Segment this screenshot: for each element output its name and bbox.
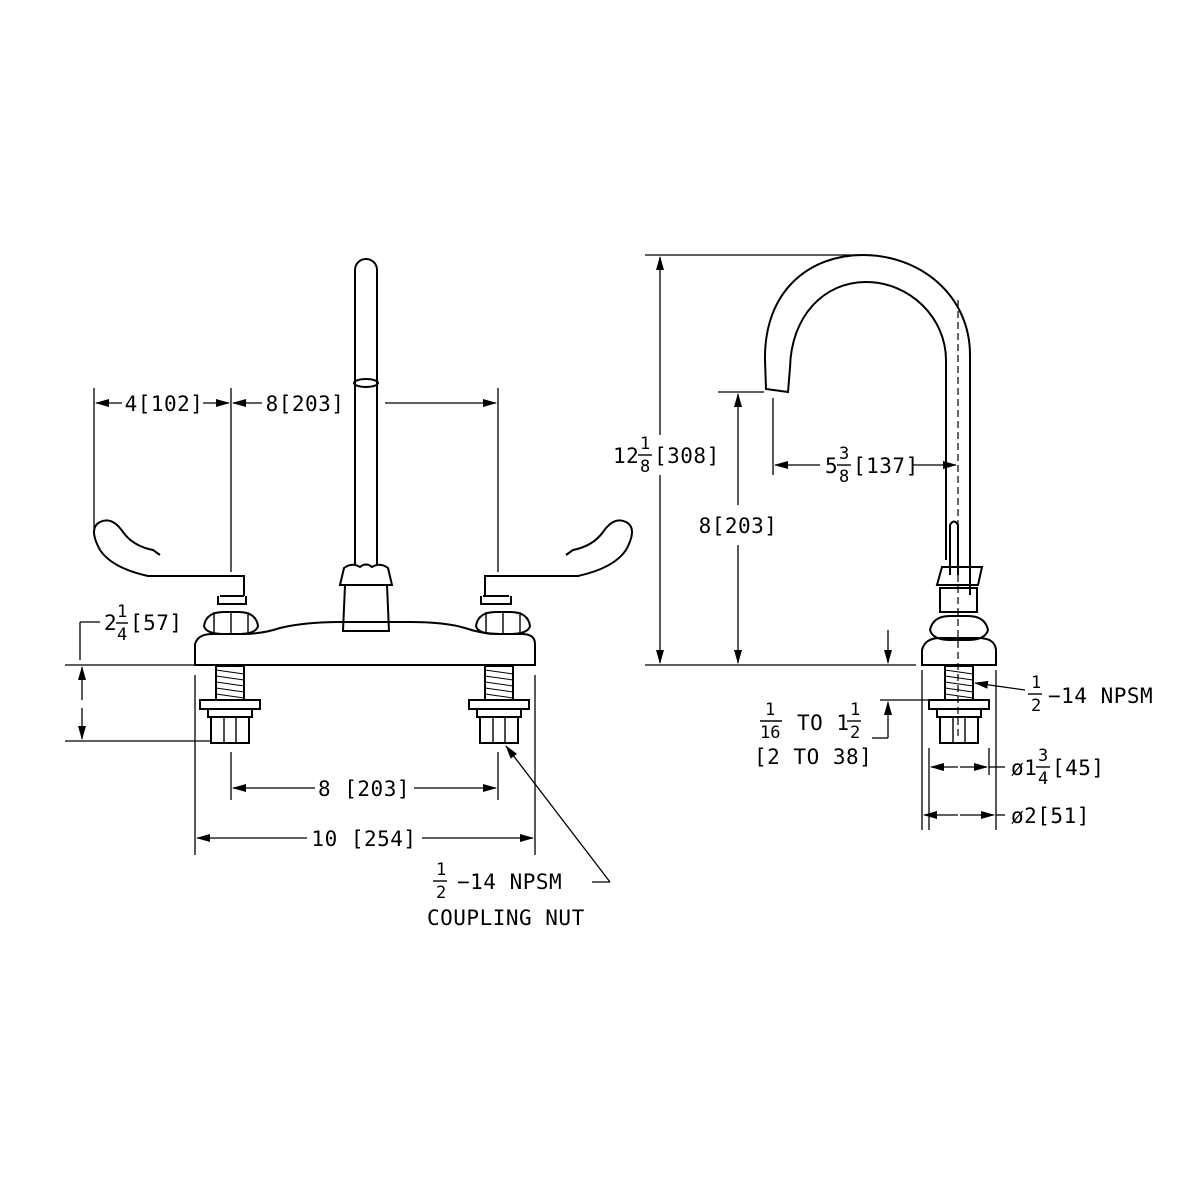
svg-text:2: 2 (1031, 696, 1041, 716)
svg-text:−14 NPSM: −14 NPSM (457, 870, 562, 894)
svg-text:COUPLING NUT: COUPLING NUT (427, 906, 585, 930)
spout-front (338, 258, 394, 632)
svg-text:[2 TO 38]: [2 TO 38] (754, 745, 872, 769)
coupling-nut-callout: 1 2 −14 NPSM COUPLING NUT (427, 860, 585, 930)
svg-text:1: 1 (436, 860, 446, 880)
gooseneck-spout (763, 253, 971, 740)
svg-text:8: 8 (640, 457, 650, 477)
svg-text:−14 NPSM: −14 NPSM (1048, 684, 1153, 708)
deck-plate (194, 621, 536, 666)
front-dimension-lines (78, 399, 611, 883)
svg-text:3: 3 (1038, 746, 1048, 766)
svg-text:1: 1 (117, 602, 127, 622)
svg-text:TO 1: TO 1 (797, 711, 850, 735)
side-view: 12 1 8 [308] 8[203] 5 3 8 [137] 1 2 −14 … (613, 253, 1153, 830)
svg-text:ø1: ø1 (1011, 756, 1037, 780)
svg-text:4: 4 (117, 625, 127, 645)
side-valve-body (921, 520, 997, 666)
svg-text:[137]: [137] (853, 454, 919, 478)
side-handle (949, 520, 959, 575)
dim-handle-reach: 4[102] (125, 392, 204, 416)
coupling-nut-leader (505, 745, 611, 883)
svg-text:[45]: [45] (1052, 756, 1105, 780)
shank-thread-label: 1 2 −14 NPSM (1028, 673, 1153, 716)
svg-text:1: 1 (640, 434, 650, 454)
dim-spout-to-center: 8[203] (266, 392, 345, 416)
svg-text:[57]: [57] (130, 611, 183, 635)
left-wrist-blade-handle (93, 519, 245, 596)
front-extension-lines (65, 388, 536, 855)
svg-text:8: 8 (839, 467, 849, 487)
dim-deck-height-label: 2 1 4 [57] (104, 602, 183, 645)
svg-text:16: 16 (760, 723, 780, 743)
dim-spout-clearance: 8[203] (699, 514, 778, 538)
dim-overall-height-label: 12 1 8 [308] (613, 434, 720, 477)
svg-text:1: 1 (1031, 673, 1041, 693)
svg-text:2: 2 (850, 723, 860, 743)
left-valve (93, 519, 260, 635)
svg-text:1: 1 (765, 700, 775, 720)
svg-text:2: 2 (436, 883, 446, 903)
svg-text:4: 4 (1038, 769, 1048, 789)
front-view: 4[102] 8[203] 2 1 4 [57] 8 [203] 10 [254… (65, 258, 633, 930)
left-shank-nut (199, 665, 261, 744)
deck-thickness-label: 1 16 TO 1 1 2 [2 TO 38] (754, 700, 872, 769)
svg-text:1: 1 (850, 700, 860, 720)
right-wrist-blade-handle (484, 519, 633, 596)
svg-text:3: 3 (839, 444, 849, 464)
right-shank-nut (468, 665, 530, 744)
svg-text:2: 2 (104, 611, 117, 635)
side-dimension-lines (656, 256, 1026, 819)
side-shank-nut (928, 665, 990, 744)
dim-centers: 8 [203] (318, 777, 410, 801)
dia-shank-label: ø1 3 4 [45] (1011, 746, 1105, 789)
dia-base-label: ø2[51] (1011, 804, 1090, 828)
svg-text:[308]: [308] (654, 444, 720, 468)
right-valve (474, 519, 633, 635)
svg-text:12: 12 (613, 444, 639, 468)
dim-spout-reach-label: 5 3 8 [137] (825, 444, 919, 487)
svg-text:5: 5 (825, 454, 838, 478)
dim-overall-width: 10 [254] (311, 827, 416, 851)
